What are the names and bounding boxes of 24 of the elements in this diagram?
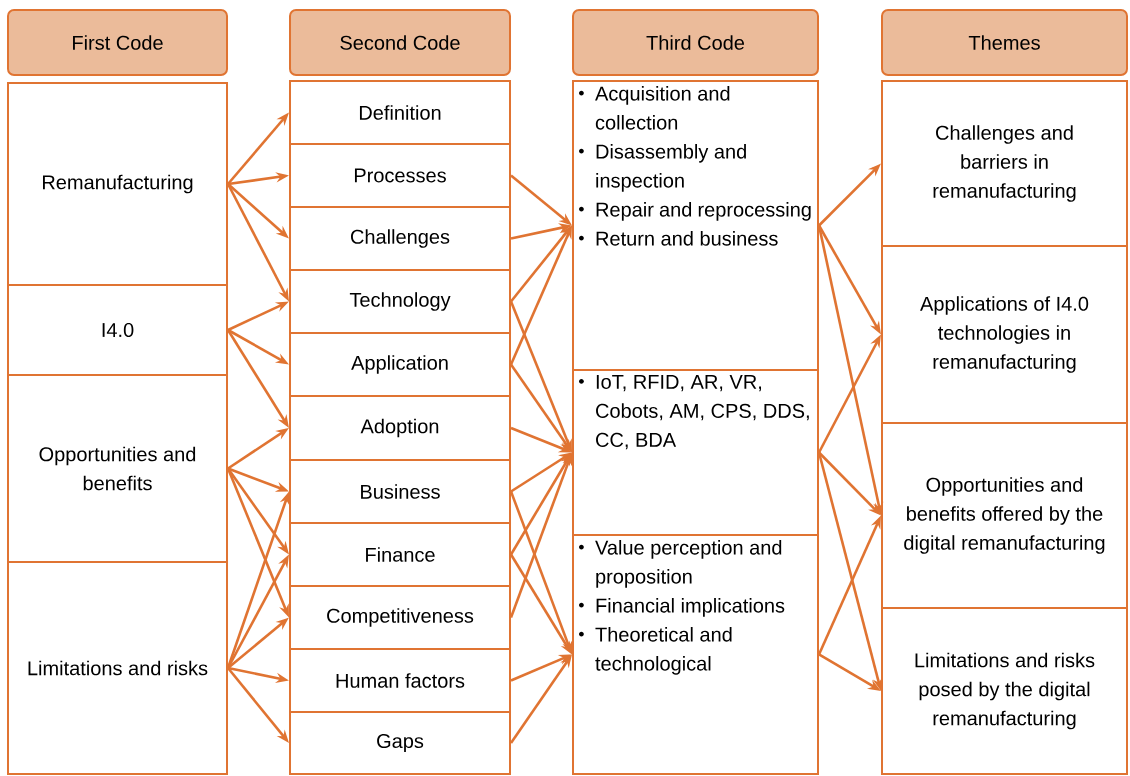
- column-header: Second Code: [289, 9, 511, 76]
- code-box: Business: [289, 459, 511, 524]
- column-header: Third Code: [572, 9, 819, 76]
- code-box: Processes: [289, 143, 511, 208]
- code-box: Finance: [289, 522, 511, 587]
- code-box: Human factors: [289, 648, 511, 713]
- code-box: Competitiveness: [289, 585, 511, 650]
- code-box: Technology: [289, 269, 511, 334]
- code-box: Gaps: [289, 711, 511, 775]
- code-box: Opportunities and benefits offered by the digital remanufacturing: [881, 422, 1128, 609]
- column-header: Themes: [881, 9, 1128, 76]
- column-header: First Code: [7, 9, 228, 76]
- code-box: Application: [289, 332, 511, 397]
- code-box: I4.0: [7, 284, 228, 376]
- code-list-box: IoT, RFID, AR, VR, Cobots, AM, CPS, DDS, CC, BDA: [572, 369, 819, 536]
- code-box: Adoption: [289, 395, 511, 461]
- code-list-box: Acquisition and collection Disassembly and inspection Repair and reprocessing Return and business: [572, 80, 819, 371]
- code-box: Challenges and barriers in remanufacturing: [881, 80, 1128, 247]
- code-box: Challenges: [289, 206, 511, 271]
- code-box: Definition: [289, 80, 511, 145]
- code-box: Limitations and risks: [7, 561, 228, 775]
- code-box: Applications of I4.0 technologies in remanufacturing: [881, 245, 1128, 424]
- code-list-box: Value perception and proposition Financial implications Theoretical and technological: [572, 534, 819, 775]
- code-box: Limitations and risks posed by the digital remanufacturing: [881, 607, 1128, 775]
